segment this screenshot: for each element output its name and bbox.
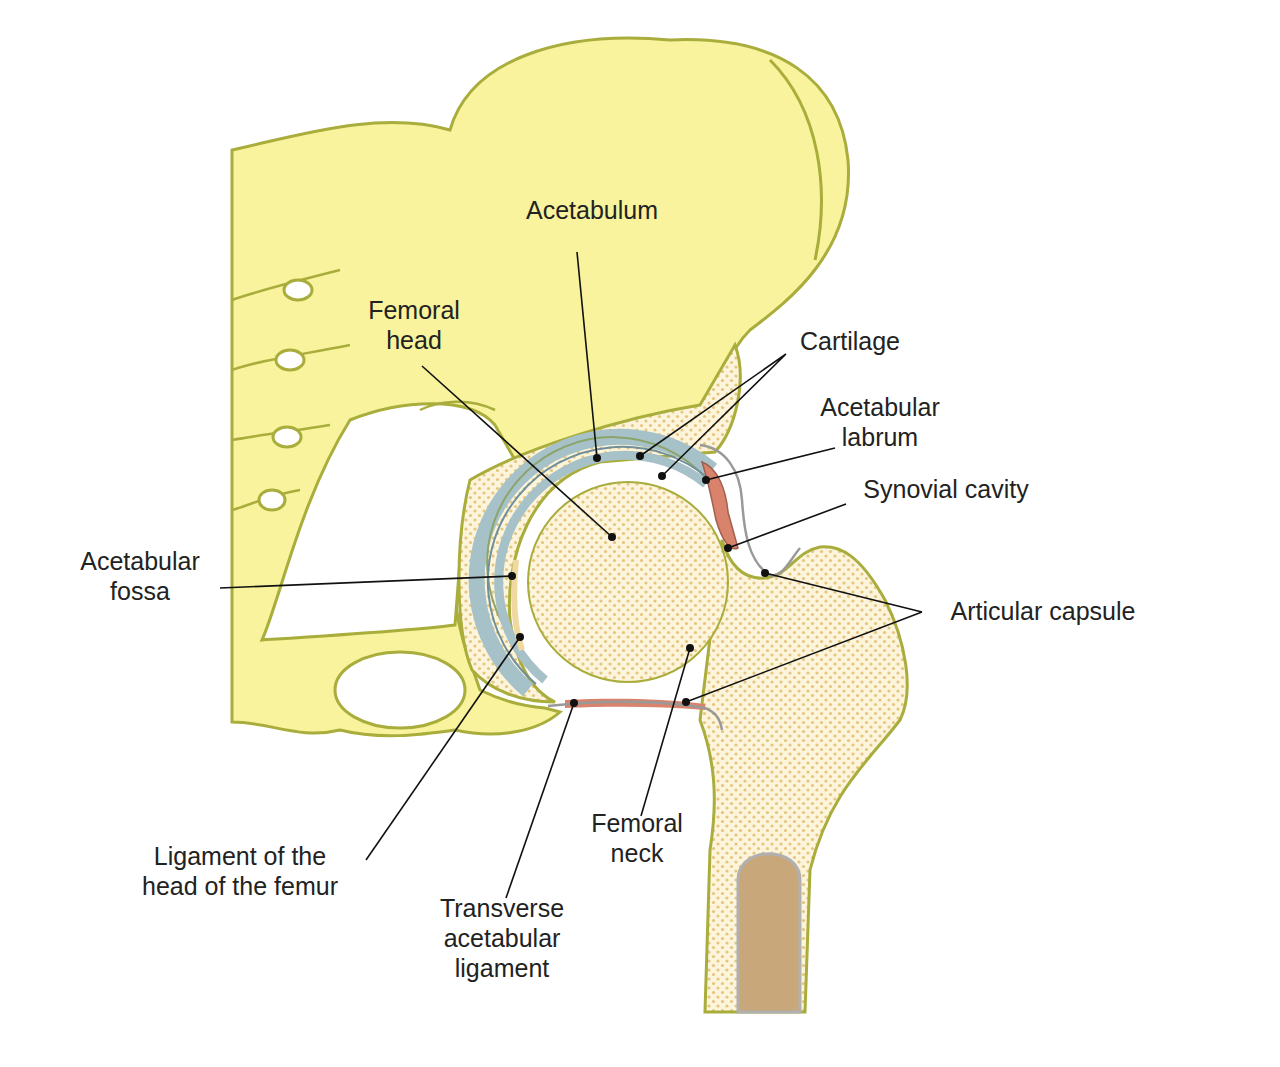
femur: [700, 540, 907, 1012]
labrum: [702, 462, 738, 549]
femoral-head: [528, 482, 728, 682]
part-label: Acetabular fossa: [68, 546, 213, 606]
obturator-foramen: [335, 652, 465, 728]
head-cartilage: [499, 455, 706, 680]
leader-dots: [508, 452, 769, 707]
sacral-foramen: [276, 350, 304, 370]
part-label: Synovial cavity: [836, 474, 1056, 504]
part-label: Acetabulum: [492, 195, 692, 225]
articular-capsule: [700, 445, 800, 576]
sacral-foramen: [259, 490, 285, 510]
sacral-foramen: [273, 427, 301, 447]
part-label: Ligament of the head of the femur: [133, 841, 348, 901]
part-label: Acetabular labrum: [808, 392, 953, 452]
sacral-lines: [232, 270, 495, 510]
part-label: Femoral head: [358, 295, 470, 355]
part-label: Cartilage: [770, 326, 930, 356]
part-label: Transverse acetabular ligament: [432, 893, 572, 983]
acetabulum-section: [459, 345, 740, 702]
part-label: Articular capsule: [923, 596, 1163, 626]
synovial-membrane: [565, 699, 705, 710]
sacral-foramen: [284, 280, 312, 300]
joint-line: [488, 447, 708, 684]
ilium-ridge: [770, 60, 821, 260]
marrow-cavity: [738, 854, 800, 1012]
part-label: Femoral neck: [581, 808, 693, 868]
